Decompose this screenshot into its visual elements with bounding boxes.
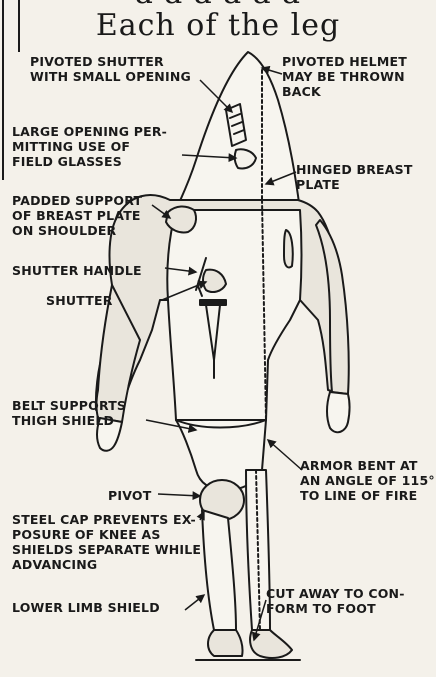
label-pivoted-helmet: PIVOTED HELMET MAY BE THROWN BACK — [282, 54, 407, 99]
label-pivoted-shutter: PIVOTED SHUTTER WITH SMALL OPENING — [30, 54, 191, 84]
label-large-opening: LARGE OPENING PER- MITTING USE OF FIELD … — [12, 124, 167, 169]
lower-limb-shield-left — [202, 510, 236, 630]
label-shutter-handle: SHUTTER HANDLE — [12, 263, 142, 278]
leader-lower-limb — [185, 595, 204, 610]
label-steel-cap: STEEL CAP PREVENTS EX- POSURE OF KNEE AS… — [12, 512, 201, 572]
label-armor-bent: ARMOR BENT AT AN ANGLE OF 115° TO LINE O… — [300, 458, 435, 503]
leader-pivot — [158, 494, 200, 496]
label-cut-away: CUT AWAY TO CON- FORM TO FOOT — [266, 586, 405, 616]
breast-plate — [167, 210, 301, 420]
belt-strap — [200, 300, 226, 305]
label-hinged-breast-plate: HINGED BREAST PLATE — [296, 162, 413, 192]
label-belt-supports: BELT SUPPORTS THIGH SHIELD — [12, 398, 126, 428]
label-pivot: PIVOT — [108, 488, 151, 503]
label-shutter: SHUTTER — [46, 293, 113, 308]
shoulder-pad — [166, 206, 196, 232]
left-foot — [208, 630, 243, 656]
leader-armor-bent — [268, 440, 302, 470]
label-lower-limb-shield: LOWER LIMB SHIELD — [12, 600, 160, 615]
right-hand — [327, 392, 350, 432]
label-padded-support: PADDED SUPPORT OF BREAST PLATE ON SHOULD… — [12, 193, 142, 238]
